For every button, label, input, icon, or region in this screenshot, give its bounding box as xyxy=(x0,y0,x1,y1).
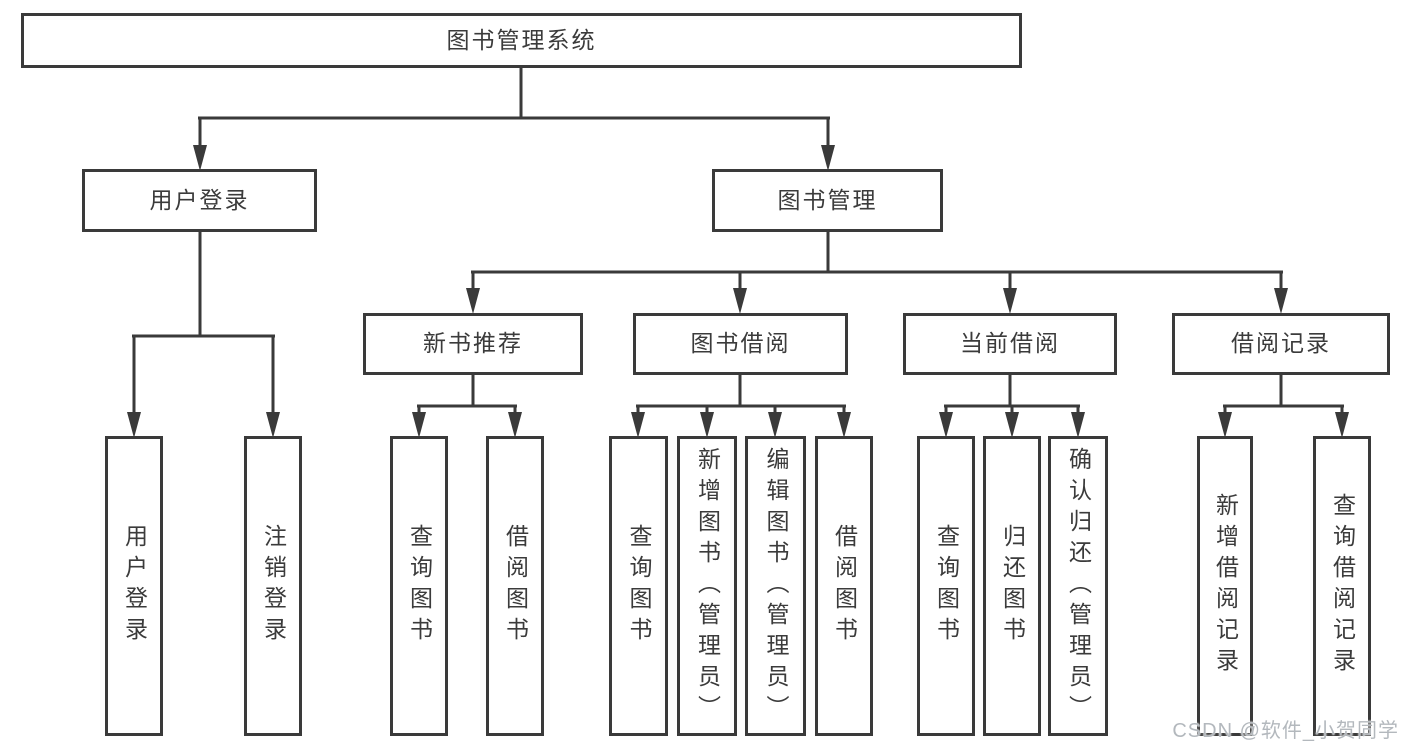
node-book-borrowing-label: 图书借阅 xyxy=(690,330,791,357)
node-current-borrowing: 当前借阅 xyxy=(903,313,1117,375)
leaf-query-books-borrowing-label: 查询图书 xyxy=(626,524,652,648)
node-user-login-label: 用户登录 xyxy=(149,186,250,213)
leaf-borrow-books-recommend: 借阅图书 xyxy=(486,436,544,736)
leaf-return-books-label: 归还图书 xyxy=(999,524,1026,648)
leaf-confirm-return-admin: 确认归还（管理员） xyxy=(1048,436,1108,736)
leaf-query-books-borrowing: 查询图书 xyxy=(609,436,668,736)
leaf-add-books-admin-label: 新增图书（管理员） xyxy=(694,446,721,726)
node-library-system-label: 图书管理系统 xyxy=(446,26,597,53)
leaf-user-login-label: 用户登录 xyxy=(121,524,148,648)
leaf-add-borrow-record-label: 新增借阅记录 xyxy=(1212,493,1239,679)
leaf-borrow-books-borrowing: 借阅图书 xyxy=(815,436,873,736)
node-borrowing-records: 借阅记录 xyxy=(1172,313,1390,375)
leaf-query-books-current: 查询图书 xyxy=(917,436,975,736)
node-book-management: 图书管理 xyxy=(712,169,943,232)
leaf-query-books-recommend: 查询图书 xyxy=(390,436,448,736)
leaf-query-borrow-record: 查询借阅记录 xyxy=(1313,436,1371,736)
node-library-system: 图书管理系统 xyxy=(21,13,1022,68)
node-new-book-recommend: 新书推荐 xyxy=(363,313,583,375)
leaf-borrow-books-recommend-label: 借阅图书 xyxy=(502,524,529,648)
node-borrowing-records-label: 借阅记录 xyxy=(1231,330,1331,357)
leaf-add-books-admin: 新增图书（管理员） xyxy=(677,436,737,736)
leaf-add-borrow-record: 新增借阅记录 xyxy=(1197,436,1253,736)
node-book-management-label: 图书管理 xyxy=(777,186,878,213)
leaf-edit-books-admin-label: 编辑图书（管理员） xyxy=(763,446,789,726)
leaf-query-books-recommend-label: 查询图书 xyxy=(406,524,433,648)
watermark: CSDN @软件_小贺同学 xyxy=(1172,720,1399,742)
leaf-query-books-current-label: 查询图书 xyxy=(933,524,960,648)
leaf-edit-books-admin: 编辑图书（管理员） xyxy=(745,436,806,736)
leaf-borrow-books-borrowing-label: 借阅图书 xyxy=(831,524,858,648)
node-current-borrowing-label: 当前借阅 xyxy=(960,330,1060,357)
leaf-confirm-return-admin-label: 确认归还（管理员） xyxy=(1065,446,1092,726)
leaf-query-borrow-record-label: 查询借阅记录 xyxy=(1329,493,1356,679)
node-book-borrowing: 图书借阅 xyxy=(633,313,848,375)
leaf-logout-login: 注销登录 xyxy=(244,436,302,736)
node-user-login: 用户登录 xyxy=(82,169,317,232)
node-new-book-recommend-label: 新书推荐 xyxy=(423,330,523,357)
leaf-user-login: 用户登录 xyxy=(105,436,163,736)
leaf-logout-login-label: 注销登录 xyxy=(260,524,287,648)
leaf-return-books: 归还图书 xyxy=(983,436,1041,736)
